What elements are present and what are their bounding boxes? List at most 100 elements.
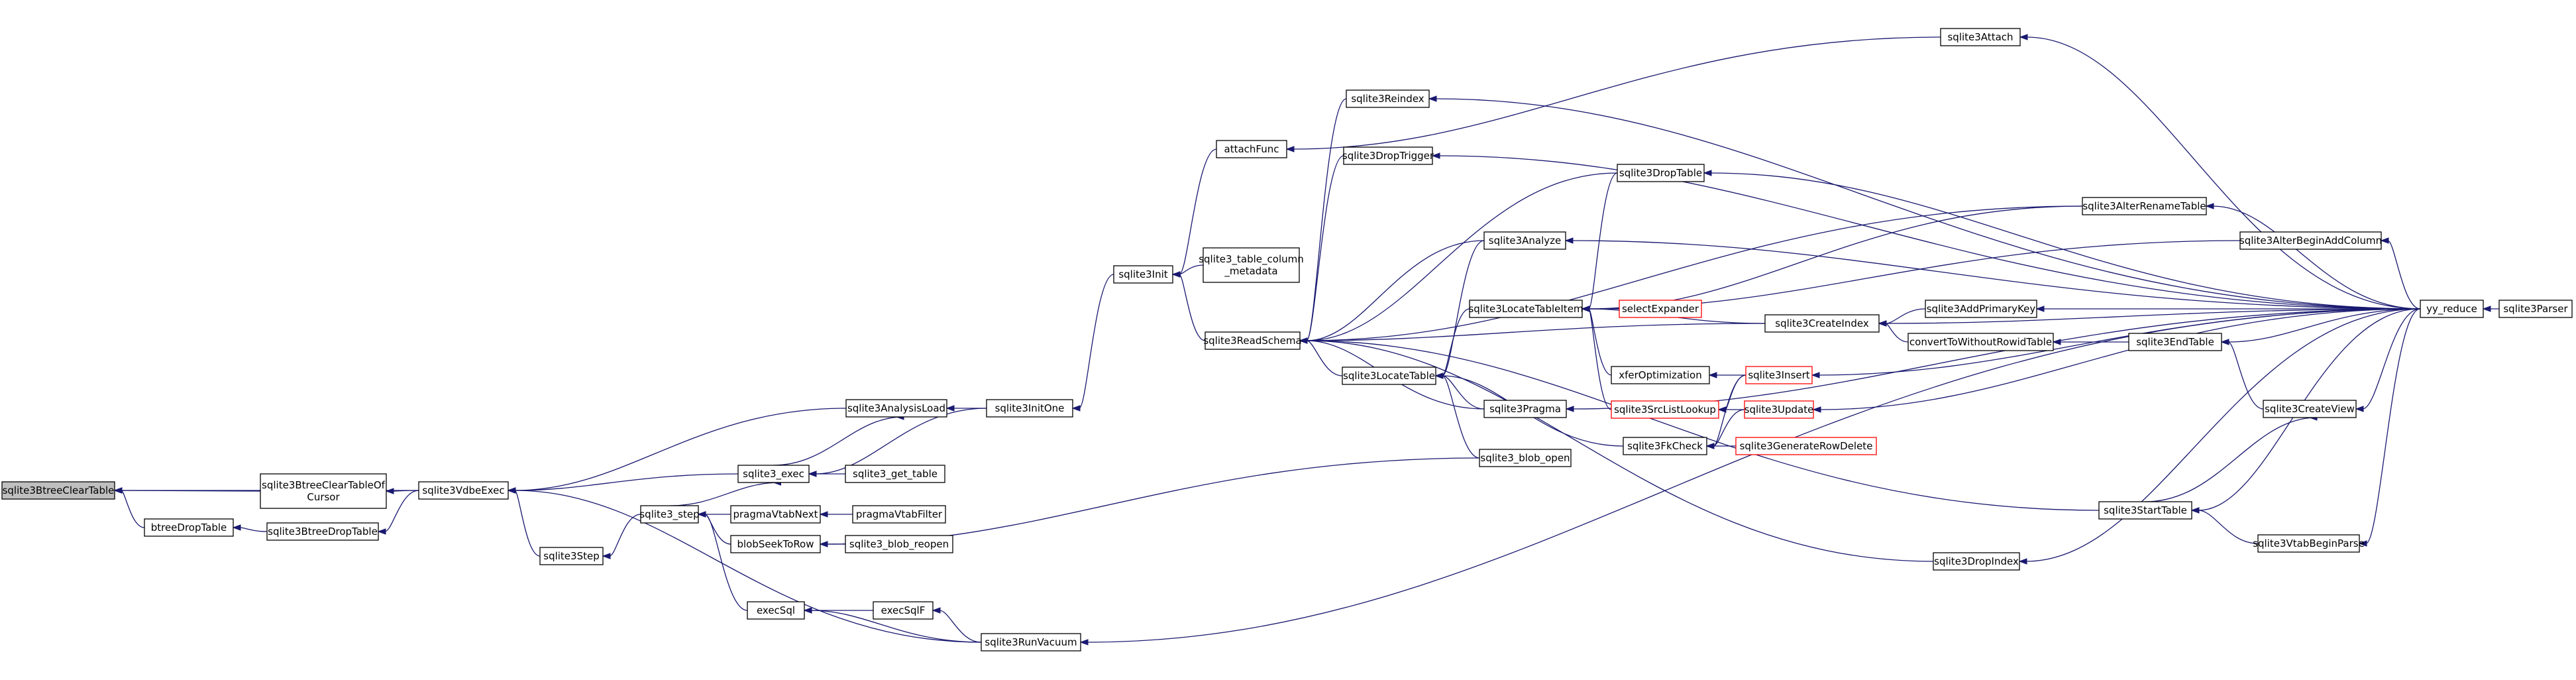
node-sqlite3step[interactable]: sqlite3Step: [539, 547, 604, 565]
node-sqlite3readschema[interactable]: sqlite3ReadSchema: [1203, 331, 1302, 350]
arrowhead: [697, 511, 706, 518]
node-sqlite3-table-column-metadata[interactable]: sqlite3_table_column_metadata: [1199, 247, 1304, 283]
node-box: [1735, 437, 1877, 455]
node-sqlite3runvacuum[interactable]: sqlite3RunVacuum: [981, 633, 1081, 652]
edge-sqlite3readschema-to-sqlite3init: [1171, 271, 1206, 341]
edge-sqlite3reindex-to-sqlite3readschema: [1299, 98, 1347, 344]
edge-yy-reduce-to-sqlite3attach: [2019, 34, 2421, 310]
node-sqlite3addprimarykey[interactable]: sqlite3AddPrimaryKey: [1925, 300, 2037, 318]
node-sqlite3-get-table[interactable]: sqlite3_get_table: [845, 465, 945, 483]
node-sqlite3-blob-open[interactable]: sqlite3_blob_open: [1479, 449, 1572, 467]
node-yy-reduce[interactable]: yy_reduce: [2420, 300, 2484, 318]
node-label: sqlite3GenerateRowDelete: [1740, 440, 1873, 452]
node-sqlite3initone[interactable]: sqlite3InitOne: [986, 399, 1073, 418]
edge-blobseektorow-to-sqlite3-step: [697, 511, 731, 545]
node-sqlite3pragma[interactable]: sqlite3Pragma: [1483, 400, 1567, 418]
node-sqlite3-exec[interactable]: sqlite3_exec: [737, 465, 810, 483]
node-btreedroptable[interactable]: btreeDropTable: [144, 518, 234, 537]
node-label: sqlite3BtreeClearTableOf: [262, 479, 386, 491]
arrowhead: [808, 471, 817, 477]
node-label: sqlite3Insert: [1748, 369, 1809, 381]
arrowhead: [2380, 237, 2389, 244]
node-sqlite3init[interactable]: sqlite3Init: [1113, 265, 1173, 284]
edge-sqlite3-exec-to-sqlite3vdbeexec: [507, 473, 739, 494]
edge-yy-reduce-to-sqlite3alterbeginaddcolumn: [2380, 237, 2421, 310]
node-label: sqlite3CreateIndex: [1775, 317, 1869, 329]
node-sqlite3reindex[interactable]: sqlite3Reindex: [1346, 89, 1430, 108]
node-sqlite3srclistlookup[interactable]: sqlite3SrcListLookup: [1611, 400, 1719, 419]
node-label: sqlite3SrcListLookup: [1614, 404, 1716, 416]
node-sqlite3locatetable[interactable]: sqlite3LocateTable: [1342, 367, 1436, 385]
node-label: sqlite3_get_table: [853, 468, 938, 481]
node-sqlite3parser[interactable]: sqlite3Parser: [2498, 300, 2573, 318]
edge-sqlite3dropindex-to-sqlite3readschema: [1299, 337, 1934, 562]
node-converttowithoutrowidtable[interactable]: convertToWithoutRowidTable: [1907, 333, 2054, 351]
node-label: sqlite3CreateView: [2265, 403, 2355, 415]
edge-line: [1306, 240, 1485, 341]
node-label: sqlite3_exec: [743, 468, 804, 481]
edge-yy-reduce-to-sqlite3dropindex: [2018, 308, 2421, 565]
node-box: [640, 505, 699, 524]
node-sqlite3analysisload[interactable]: sqlite3AnalysisLoad: [845, 399, 947, 418]
edge-line: [1079, 274, 1114, 409]
node-sqlite3attach[interactable]: sqlite3Attach: [1940, 28, 2021, 46]
node-execsql[interactable]: execSql: [747, 601, 805, 620]
node-label: pragmaVtabNext: [733, 508, 818, 520]
node-box: [845, 535, 953, 553]
edge-yy-reduce-to-sqlite3update: [1812, 308, 2421, 413]
node-sqlite3btreedroptable[interactable]: sqlite3BtreeDropTable: [266, 522, 379, 541]
node-sqlite3analyze[interactable]: sqlite3Analyze: [1483, 231, 1566, 250]
node-sqlite3insert[interactable]: sqlite3Insert: [1745, 366, 1813, 384]
node-sqlite3-blob-reopen[interactable]: sqlite3_blob_reopen: [845, 535, 953, 553]
node-box: [1617, 164, 1705, 182]
node-label: sqlite3DropTrigger: [1342, 150, 1434, 162]
edge-sqlite3vdbeexec-to-sqlite3btreedroptable: [377, 490, 419, 535]
arrowhead: [1812, 406, 1821, 413]
node-attachfunc[interactable]: attachFunc: [1216, 140, 1287, 158]
node-box: [1113, 265, 1173, 284]
node-execsqlf[interactable]: execSqlF: [873, 601, 934, 620]
node-sqlite3vtabbeginparse[interactable]: sqlite3VtabBeginParse: [2253, 534, 2365, 553]
node-sqlite3fkcheck[interactable]: sqlite3FkCheck: [1623, 437, 1707, 455]
node-pragmavtabnext[interactable]: pragmaVtabNext: [730, 505, 821, 524]
node-sqlite3endtable[interactable]: sqlite3EndTable: [2128, 333, 2222, 351]
node-label: blobSeekToRow: [737, 538, 814, 550]
node-blobseektorow[interactable]: blobSeekToRow: [730, 535, 821, 553]
node-sqlite3alterrenametable[interactable]: sqlite3AlterRenameTable: [2082, 197, 2207, 215]
node-sqlite3createindex[interactable]: sqlite3CreateIndex: [1764, 314, 1880, 333]
node-sqlite3starttable[interactable]: sqlite3StartTable: [2098, 501, 2192, 520]
node-label: sqlite3DropTable: [1619, 167, 1702, 179]
edge-yy-reduce-to-sqlite3insert: [1811, 308, 2421, 378]
node-selectexpander[interactable]: selectExpander: [1619, 300, 1702, 318]
node-sqlite3alterbeginaddcolumn[interactable]: sqlite3AlterBeginAddColumn: [2239, 231, 2382, 250]
node-box: [1619, 300, 1702, 318]
edge-line: [1435, 98, 2421, 310]
node-pragmavtabfilter[interactable]: pragmaVtabFilter: [852, 505, 946, 524]
node-sqlite3generaterowdelete[interactable]: sqlite3GenerateRowDelete: [1735, 437, 1877, 455]
edge-line: [2025, 308, 2421, 562]
node-sqlite3vdbeexec[interactable]: sqlite3VdbeExec: [418, 481, 509, 500]
node-box: [1479, 449, 1572, 467]
edge-line: [1713, 409, 1745, 447]
node-sqlite3-step[interactable]: sqlite3_step: [639, 505, 700, 524]
edge-btreedroptable-to-sqlite3btreecleartable: [113, 487, 145, 528]
node-xferoptimization[interactable]: xferOptimization: [1611, 366, 1710, 384]
arrowhead: [819, 511, 828, 518]
edge-line: [1306, 205, 2083, 341]
node-sqlite3dropindex[interactable]: sqlite3DropIndex: [1933, 552, 2020, 571]
node-label: sqlite3_blob_open: [1480, 452, 1570, 465]
arrowhead: [113, 487, 123, 494]
node-sqlite3createview[interactable]: sqlite3CreateView: [2263, 400, 2357, 418]
node-sqlite3locatetableitem[interactable]: sqlite3LocateTableItem: [1468, 300, 1583, 318]
node-sqlite3droptable[interactable]: sqlite3DropTable: [1617, 164, 1705, 182]
edge-line: [1306, 340, 1934, 562]
node-sqlite3update[interactable]: sqlite3Update: [1744, 400, 1814, 419]
node-label: sqlite3_step: [639, 508, 699, 521]
edge-sqlite3step-to-sqlite3vdbeexec: [507, 487, 541, 557]
node-box: [1346, 89, 1430, 108]
node-label: sqlite3_blob_reopen: [849, 538, 949, 551]
node-box: [1342, 367, 1436, 385]
node-sqlite3droptrigger[interactable]: sqlite3DropTrigger: [1342, 146, 1434, 165]
node-box: [418, 481, 509, 500]
